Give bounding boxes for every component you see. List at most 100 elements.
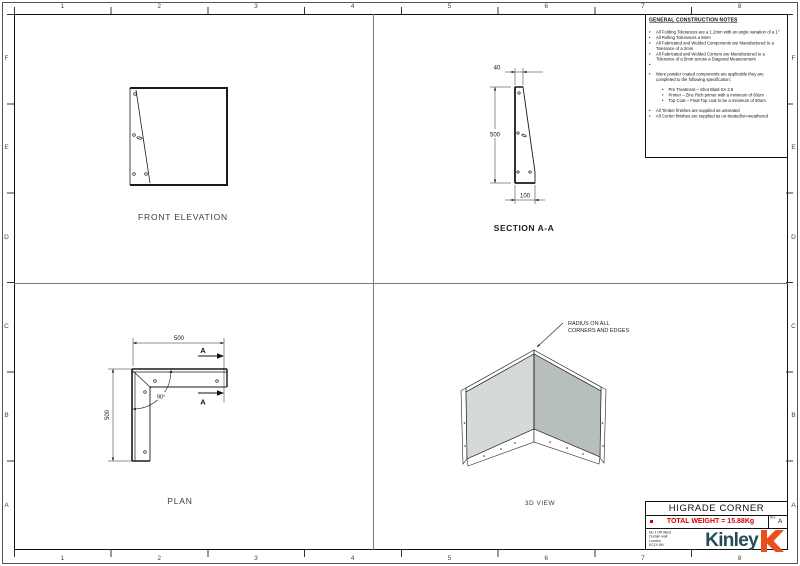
notes-title: GENERAL CONSTRUCTION NOTES xyxy=(649,17,738,24)
plan-cut-label-top: A xyxy=(200,346,206,355)
grid-columns-bottom-item: 2 xyxy=(157,555,161,562)
title-block: HIGRADE CORNER TOTAL WEIGHT = 15.88Kg Re… xyxy=(645,501,790,552)
corner-3d-holes xyxy=(463,422,604,457)
grid-rows-right-item: C xyxy=(791,323,796,331)
grid-rows-right-item: D xyxy=(791,233,796,241)
grid-columns-bottom-item: 7 xyxy=(641,555,645,562)
grid-ticks-left xyxy=(7,14,14,550)
three-d-view: RADIUS ON ALL CORNERS AND EDGES 3D VIEW xyxy=(460,321,629,507)
three-d-view-label: 3D VIEW xyxy=(525,500,556,507)
address-block-item: EC1V 8H xyxy=(649,543,664,548)
revision-value: A xyxy=(778,518,783,525)
plan-cut-label-bottom: A xyxy=(200,398,206,407)
notes-tolerance-list: All Folding Tolerances are a 1.2mm with … xyxy=(649,30,783,68)
plan-dim-width: 500 xyxy=(174,336,185,342)
section-thick-edges xyxy=(514,86,535,184)
grid-rows-left-item: A xyxy=(0,461,13,550)
radius-annotation-line1: RADIUS ON ALL xyxy=(568,321,610,327)
address-block-item: Curtain wall xyxy=(649,535,668,539)
plan-section-cut-markers xyxy=(198,353,224,396)
front-elevation-view: FRONT ELEVATION xyxy=(129,87,228,222)
front-elevation-outline xyxy=(129,87,228,186)
grid-rows-left-item: F xyxy=(0,14,13,103)
plan-angle-label: 90° xyxy=(157,395,165,401)
plan-angle-arc xyxy=(132,369,173,411)
grid-columns-bottom-item: 1 xyxy=(60,555,65,562)
drawing-title: HIGRADE CORNER xyxy=(646,502,787,516)
grid-rows-right-item: A xyxy=(791,501,796,509)
grid-rows-left-item: B xyxy=(0,371,13,460)
grid-rows-left-item: D xyxy=(0,193,13,282)
notes-finish-list: All Timber finishes are supplied as untr… xyxy=(649,108,783,119)
revision-label: Rev xyxy=(770,516,776,520)
notes-powder-intro: Were powder coated components are applic… xyxy=(649,72,783,83)
kinley-logo: Kinley xyxy=(705,530,784,552)
address-block-item: London xyxy=(649,539,661,543)
grid-columns-top-item: 2 xyxy=(111,0,208,13)
grid-columns-top-item: 3 xyxy=(208,0,305,13)
notes-tolerance-list-item: All Folding Tolerances are a 1.2mm with … xyxy=(649,30,783,35)
grid-ticks-right xyxy=(786,14,793,550)
notes-powder-list-item: Top Coat – Final Top coat to be a minimu… xyxy=(662,98,783,103)
plan-outline xyxy=(131,368,228,462)
radius-annotation-leader xyxy=(536,322,564,348)
weight-marker-dot xyxy=(650,520,653,523)
section-dim-height: 500 xyxy=(490,133,501,139)
grid-rows-right-item: B xyxy=(791,412,796,420)
notes-tolerance-list-item: All Fabricated and Welded Components are… xyxy=(649,40,783,51)
grid-columns-bottom-item: 5 xyxy=(447,555,452,562)
notes-powder-list: Pre Treatment – Shot Blast SA 2.5Primer … xyxy=(662,87,783,103)
grid-columns-top-item: 6 xyxy=(498,0,595,13)
address-block-item: No 1 Off West xyxy=(649,531,671,535)
notes-tolerance-list-item xyxy=(649,62,783,67)
general-notes-box: GENERAL CONSTRUCTION NOTES All Folding T… xyxy=(645,14,788,158)
front-elevation-holes xyxy=(132,92,148,176)
quadrant-divider-vertical xyxy=(373,14,374,550)
grid-rows-right: F E D C B A xyxy=(787,14,800,550)
grid-columns-bottom-item: 8 xyxy=(737,555,742,562)
revision-cell: Rev A xyxy=(768,516,787,528)
grid-columns-bottom-item: 6 xyxy=(544,555,548,562)
grid-columns-top-item: 1 xyxy=(14,0,111,13)
dim-text-mask xyxy=(486,129,504,138)
plan-dimension-lines xyxy=(108,338,225,462)
plan-dim-depth: 500 xyxy=(105,409,111,420)
notes-tolerance-list-item: All Rolling Tolerances a 8mm xyxy=(649,35,783,40)
kinley-k-icon xyxy=(761,530,784,552)
section-dim-bottom: 100 xyxy=(520,194,531,200)
grid-columns-top-item: 4 xyxy=(304,0,401,13)
section-label: SECTION A-A xyxy=(494,223,554,233)
notes-finish-list-item: All Timber finishes are supplied as untr… xyxy=(649,108,783,113)
grid-rows-left-item: C xyxy=(0,282,13,371)
grid-ticks-bottom xyxy=(14,550,788,557)
notes-powder-intro-item: Were powder coated components are applic… xyxy=(649,72,783,83)
grid-rows-left-item: E xyxy=(0,103,13,192)
notes-powder-list-item: Pre Treatment – Shot Blast SA 2.5 xyxy=(662,87,783,92)
section-dim-top: 40 xyxy=(494,66,501,72)
plan-label: PLAN xyxy=(167,496,192,506)
grid-columns-top-item: 7 xyxy=(595,0,692,13)
grid-columns-bottom: 1 2 3 4 5 6 7 8 xyxy=(14,552,788,565)
grid-columns-bottom-item: 4 xyxy=(350,555,355,562)
grid-rows-right-item: E xyxy=(791,144,796,152)
weight-row: TOTAL WEIGHT = 15.88Kg Rev A xyxy=(646,516,787,529)
grid-columns-bottom-item: 3 xyxy=(254,555,258,562)
section-holes xyxy=(516,91,532,174)
section-dimension-lines xyxy=(490,68,545,204)
notes-powder-list-item: Primer – Zinc Rich primer with a minimum… xyxy=(662,92,783,97)
grid-rows-right-item: F xyxy=(791,55,796,63)
grid-columns-top-item: 5 xyxy=(401,0,498,13)
quadrant-divider-horizontal xyxy=(14,283,788,284)
total-weight: TOTAL WEIGHT = 15.88Kg xyxy=(666,518,755,525)
front-elevation-label: FRONT ELEVATION xyxy=(138,212,228,222)
notes-finish-list-item: All Corten finishes are supplied as un-t… xyxy=(649,113,783,118)
radius-annotation-line2: CORNERS AND EDGES xyxy=(568,328,629,334)
notes-tolerance-list-item: All Fabricated and Welded Corners are Ma… xyxy=(649,51,783,62)
kinley-logo-text: Kinley xyxy=(705,530,759,551)
